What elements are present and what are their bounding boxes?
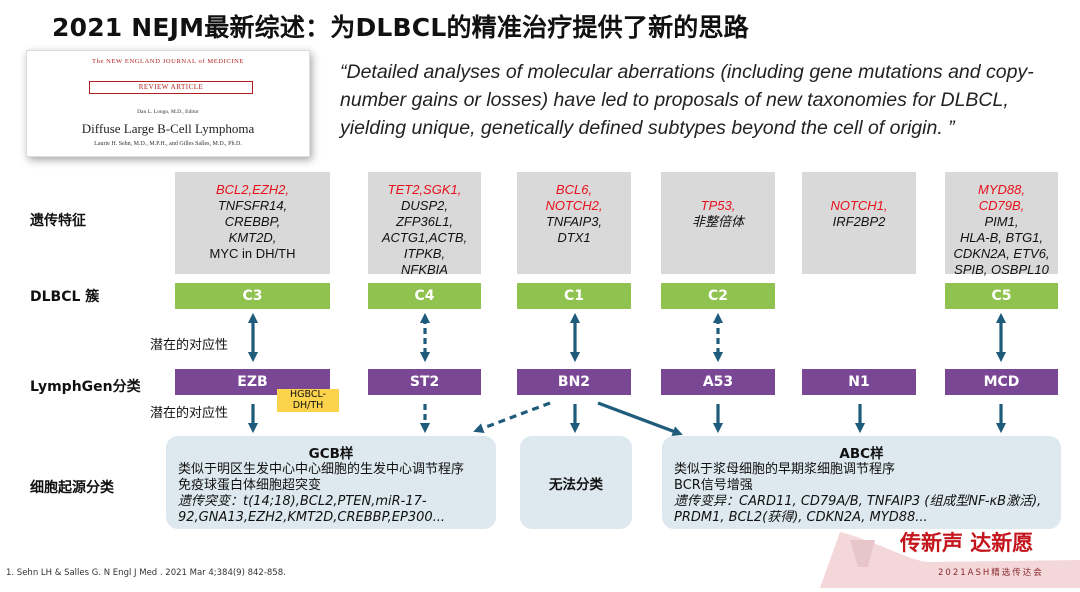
lymphgen-mcd: MCD — [945, 369, 1058, 395]
row-label-cluster: DLBCL 簇 — [30, 289, 100, 305]
logo-sub-text: 2021ASH精选传达会 — [938, 567, 1044, 578]
cluster-c1: C1 — [517, 283, 631, 309]
lymphgen-bn2: BN2 — [517, 369, 631, 395]
correspondence-label-lower: 潜在的对应性 — [150, 406, 229, 421]
article-thumbnail: The NEW ENGLAND JOURNAL of MEDICINE REVI… — [26, 50, 310, 157]
genetics-box-n1: NOTCH1, IRF2BP2 — [802, 172, 916, 274]
gcb-line4: 92,GNA13,EZH2,KMT2D,CREBBP,EP300... — [178, 510, 446, 525]
genetics-c1-red: BCL6, NOTCH2, — [545, 182, 603, 213]
cluster-c5: C5 — [945, 283, 1058, 309]
abc-line2: BCR信号增强 — [674, 478, 753, 493]
genetics-c2-red: TP53, — [700, 198, 736, 213]
genetics-box-c2: TP53, 非整倍体 — [661, 172, 775, 274]
article-editor: Dan L. Longo, M.D., Editor — [137, 109, 199, 115]
genetics-c2-genes: 非整倍体 — [691, 214, 744, 229]
gcb-like-box: GCB样 类似于明区生发中心中心细胞的生发中心调节程序 免疫球蛋白体细胞超突变 … — [166, 436, 496, 529]
gcb-title: GCB样 — [308, 446, 354, 462]
abc-line1: 类似于浆母细胞的早期浆细胞调节程序 — [674, 462, 896, 477]
lymphgen-a53: A53 — [661, 369, 775, 395]
abc-title: ABC样 — [839, 446, 884, 462]
abc-line3: 遗传变异：CARD11, CD79A/B, TNFAIP3 (组成型NF-κB激… — [674, 494, 1042, 509]
genetics-c4-genes: DUSP2, ZFP36L1, ACTG1,ACTB, ITPKB, NFKBI… — [381, 198, 468, 277]
cluster-c2: C2 — [661, 283, 775, 309]
journal-name: The NEW ENGLAND JOURNAL of MEDICINE — [92, 58, 244, 65]
genetics-box-c1: BCL6, NOTCH2, TNFAIP3, DTX1 — [517, 172, 631, 274]
genetics-box-c5: MYD88, CD79B, PIM1, HLA-B, BTG1, CDKN2A,… — [945, 172, 1058, 277]
article-authors: Laurie H. Sehn, M.D., M.P.H., and Gilles… — [94, 141, 242, 147]
genetics-n1-red: NOTCH1, — [830, 198, 888, 213]
abc-line4: PRDM1, BCL2(获得), CDKN2A, MYD88... — [674, 510, 928, 525]
genetics-n1-genes: IRF2BP2 — [832, 214, 886, 229]
unclassified-box: 无法分类 — [520, 436, 632, 529]
article-title: Diffuse Large B-Cell Lymphoma — [81, 121, 255, 136]
quote-text: “Detailed analyses of molecular aberrati… — [340, 61, 1034, 139]
row-label-genetics: 遗传特征 — [30, 213, 86, 229]
gcb-line3: 遗传突变：t(14;18),BCL2,PTEN,miR-17- — [178, 494, 427, 509]
event-logo: 传新声 达新愿 2021ASH精选传达会 — [820, 522, 1080, 588]
correspondence-label-upper: 潜在的对应性 — [150, 338, 229, 353]
row-label-coo: 细胞起源分类 — [30, 480, 114, 496]
gcb-line2: 免疫球蛋白体细胞超突变 — [178, 478, 322, 493]
arrow-bn2-abc — [597, 401, 683, 436]
hgbcl-tag: HGBCL- DH/TH — [277, 389, 339, 412]
genetics-c3-genes: TNFSFR14, CREBBP, KMT2D, — [217, 198, 288, 245]
genetics-c3-red: BCL2,EZH2, — [216, 182, 289, 197]
genetics-box-c4: TET2,SGK1, DUSP2, ZFP36L1, ACTG1,ACTB, I… — [368, 172, 481, 277]
lymphgen-st2: ST2 — [368, 369, 481, 395]
arrow-bn2-gcb — [473, 401, 551, 433]
genetics-c5-genes: PIM1, HLA-B, BTG1, CDKN2A, ETV6, SPIB, O… — [953, 214, 1050, 277]
genetics-box-c3: BCL2,EZH2, TNFSFR14, CREBBP, KMT2D, MYC … — [175, 172, 330, 274]
genetics-c5-red: MYD88, CD79B, — [978, 182, 1025, 213]
genetics-c1-genes: TNFAIP3, DTX1 — [545, 214, 603, 245]
genetics-c3-myc: MYC in DH/TH — [209, 246, 296, 261]
logo-main-text: 传新声 达新愿 — [899, 530, 1033, 555]
footnote: 1. Sehn LH & Salles G. N Engl J Med . 20… — [6, 568, 286, 578]
review-article-label: REVIEW ARTICLE — [89, 81, 253, 94]
cluster-c4: C4 — [368, 283, 481, 309]
cluster-c3: C3 — [175, 283, 330, 309]
unclassified-label: 无法分类 — [549, 477, 603, 493]
lymphgen-n1: N1 — [802, 369, 916, 395]
row-label-lymphgen: LymphGen分类 — [30, 379, 141, 395]
gcb-line1: 类似于明区生发中心中心细胞的生发中心调节程序 — [178, 462, 465, 477]
logo-graphic: 传新声 达新愿 2021ASH精选传达会 — [820, 530, 1080, 588]
page-title: 2021 NEJM最新综述：为DLBCL的精准治疗提供了新的思路 — [52, 13, 749, 42]
genetics-c4-red: TET2,SGK1, — [387, 182, 462, 197]
abc-like-box: ABC样 类似于浆母细胞的早期浆细胞调节程序 BCR信号增强 遗传变异：CARD… — [662, 436, 1061, 529]
